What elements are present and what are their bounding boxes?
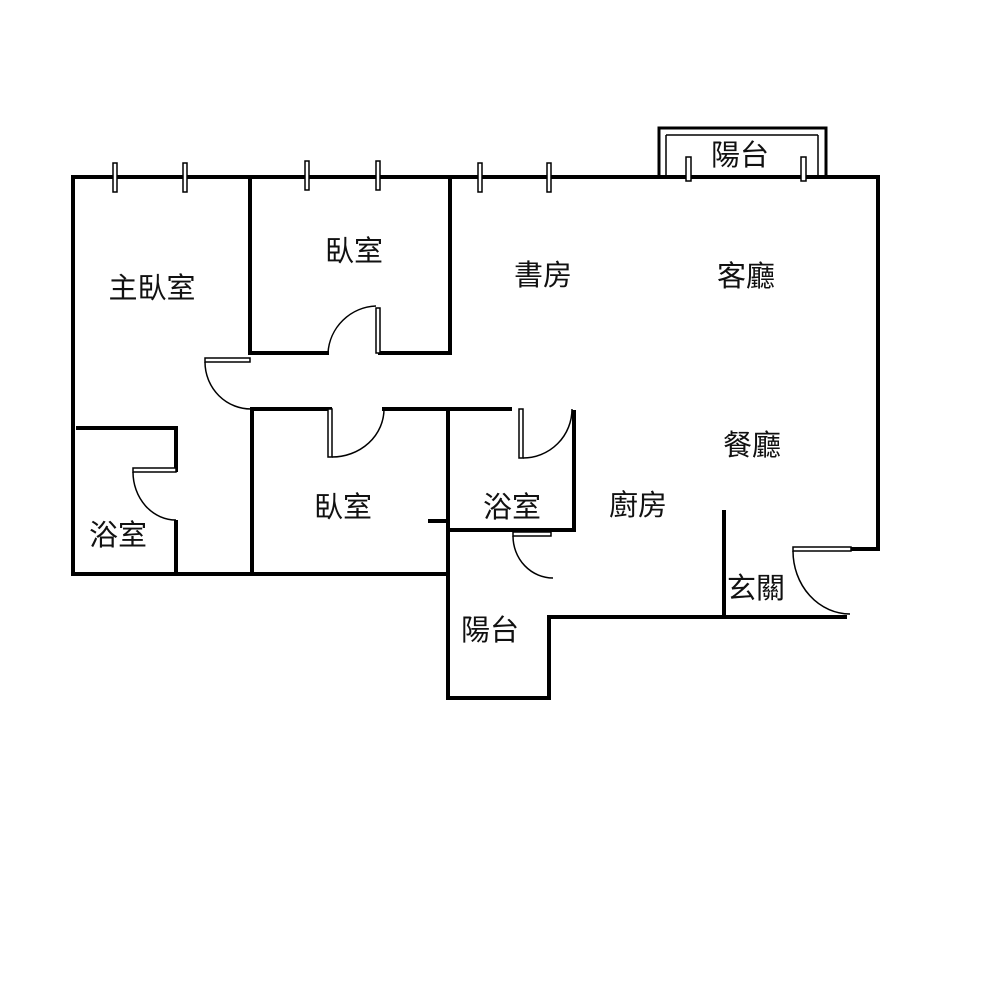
walls	[71, 175, 880, 700]
room-label-entrance: 玄關	[726, 571, 786, 605]
room-label-balcony-bottom: 陽台	[460, 613, 520, 647]
room-label-study: 書房	[513, 258, 573, 292]
room-label-bedroom-top: 臥室	[324, 234, 384, 268]
room-label-balcony-top: 陽台	[710, 138, 770, 172]
room-label-master-bedroom: 主臥室	[108, 271, 196, 305]
room-label-bathroom-center: 浴室	[482, 490, 542, 524]
room-label-bedroom-bottom: 臥室	[313, 490, 373, 524]
room-label-bathroom-left: 浴室	[88, 518, 148, 552]
doors	[132, 305, 852, 615]
room-label-dining-room: 餐廳	[722, 428, 782, 462]
room-label-living-room: 客廳	[716, 259, 776, 293]
windows	[112, 156, 807, 193]
room-label-kitchen: 廚房	[608, 488, 668, 522]
balcony-top-rail	[657, 126, 828, 179]
